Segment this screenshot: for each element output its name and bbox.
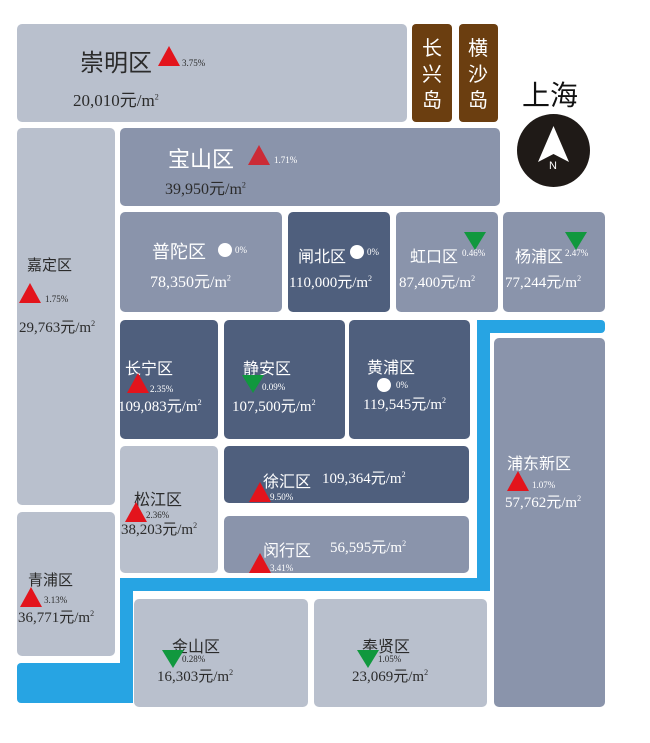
change-percent: 0% [396, 380, 408, 390]
price: 29,763元/m2 [19, 319, 96, 336]
map-title: 上海 [522, 80, 579, 111]
river [120, 578, 490, 591]
price: 87,400元/m2 [399, 274, 476, 291]
district-zhabei[interactable] [288, 212, 390, 312]
district-qingpu[interactable] [17, 512, 115, 656]
change-percent: 0% [235, 245, 247, 255]
district-putuo[interactable] [120, 212, 282, 312]
district-name: 闸北区 [298, 249, 347, 266]
district-name: 青浦区 [28, 572, 74, 589]
district-baoshan[interactable] [120, 128, 500, 206]
no-change-dot-icon [350, 245, 364, 259]
price: 56,595元/m2 [330, 539, 407, 556]
change-percent: 1.71% [274, 155, 298, 165]
up-arrow-icon [127, 373, 149, 393]
price: 23,069元/m2 [352, 668, 429, 685]
change-percent: 1.75% [45, 294, 69, 304]
price: 39,950元/m2 [165, 180, 246, 198]
district-name: 虹口区 [410, 249, 459, 266]
change-percent: 1.07% [532, 480, 556, 490]
island-changxing[interactable] [412, 24, 452, 122]
district-name: 黄浦区 [367, 360, 416, 377]
district-name: 宝山区 [168, 147, 235, 172]
price: 109,364元/m2 [322, 470, 406, 487]
district-chongming[interactable] [17, 24, 407, 122]
district-hongkou[interactable] [396, 212, 498, 312]
district-name: 崇明区 [80, 50, 152, 77]
district-name: 嘉定区 [27, 257, 73, 274]
price: 109,083元/m2 [118, 398, 202, 415]
compass-north-label: N [549, 160, 557, 172]
price: 119,545元/m2 [363, 396, 447, 413]
river [17, 663, 133, 703]
district-yangpu[interactable] [503, 212, 605, 312]
island-label: 长兴岛 [422, 38, 442, 112]
no-change-dot-icon [377, 378, 391, 392]
down-arrow-icon [242, 375, 264, 393]
up-arrow-icon [249, 553, 271, 573]
price: 57,762元/m2 [505, 494, 582, 511]
price: 77,244元/m2 [505, 274, 582, 291]
up-arrow-icon [158, 46, 180, 66]
change-percent: 0.09% [262, 382, 286, 392]
down-arrow-icon [162, 650, 184, 668]
compass-icon: N [517, 114, 590, 187]
up-arrow-icon [125, 502, 147, 522]
district-name: 静安区 [243, 361, 292, 378]
change-percent: 2.47% [565, 248, 589, 258]
river [477, 320, 605, 333]
price: 110,000元/m2 [289, 274, 373, 291]
price: 20,010元/m2 [73, 91, 159, 110]
district-name: 浦东新区 [507, 456, 572, 473]
change-percent: 2.36% [146, 510, 170, 520]
change-percent: 3.75% [182, 58, 206, 68]
change-percent: 0.28% [182, 654, 206, 664]
district-name: 普陀区 [152, 242, 206, 262]
district-name: 徐汇区 [263, 474, 312, 491]
district-fengxian[interactable] [314, 599, 487, 707]
change-percent: 3.41% [270, 563, 294, 573]
river [477, 320, 490, 591]
up-arrow-icon [248, 145, 270, 165]
island-hengsha[interactable] [459, 24, 498, 122]
price: 107,500元/m2 [232, 398, 316, 415]
district-name: 金山区 [172, 639, 221, 656]
up-arrow-icon [20, 587, 42, 607]
down-arrow-icon [565, 232, 587, 250]
up-arrow-icon [507, 471, 529, 491]
no-change-dot-icon [218, 243, 232, 257]
change-percent: 0% [367, 247, 379, 257]
district-huangpu[interactable] [349, 320, 470, 439]
island-label: 横沙岛 [468, 38, 488, 112]
change-percent: 3.13% [44, 595, 68, 605]
down-arrow-icon [464, 232, 486, 250]
price: 16,303元/m2 [157, 668, 234, 685]
change-percent: 2.35% [150, 384, 174, 394]
district-jinshan[interactable] [134, 599, 308, 707]
district-name: 闵行区 [263, 543, 312, 560]
district-pudong[interactable] [494, 338, 605, 707]
change-percent: 9.50% [270, 492, 294, 502]
up-arrow-icon [249, 482, 271, 502]
price: 38,203元/m2 [121, 521, 198, 538]
change-percent: 1.05% [378, 654, 402, 664]
district-name: 杨浦区 [515, 249, 564, 266]
price: 36,771元/m2 [18, 609, 95, 626]
price: 78,350元/m2 [150, 273, 231, 291]
change-percent: 0.46% [462, 248, 486, 258]
up-arrow-icon [19, 283, 41, 303]
down-arrow-icon [357, 650, 379, 668]
district-jiading[interactable] [17, 128, 115, 505]
